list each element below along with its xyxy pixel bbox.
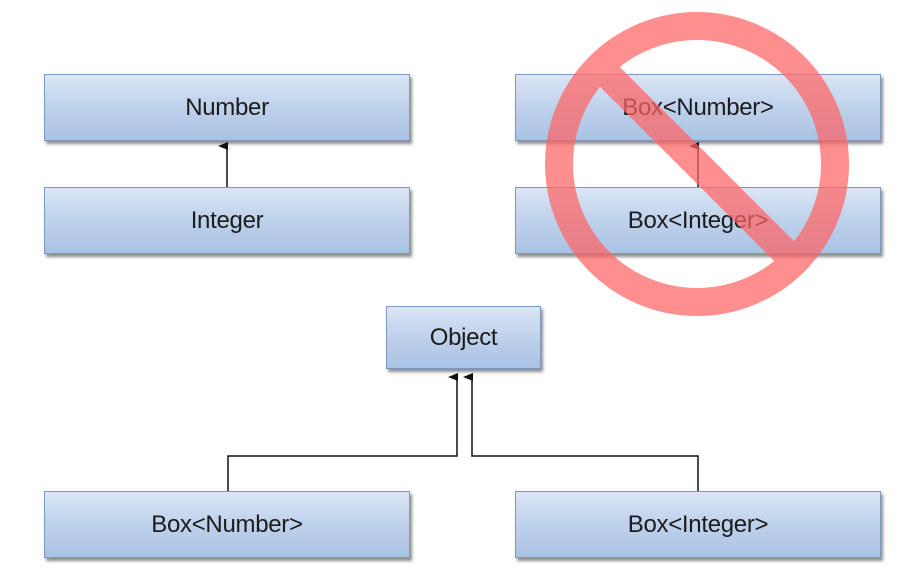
integer-box: Integer bbox=[44, 187, 410, 254]
arrow-box-integer-to-object bbox=[463, 373, 699, 491]
object-box: Object bbox=[386, 306, 541, 369]
box-number-top: Box<Number> bbox=[515, 74, 881, 141]
arrow-box-number-to-object bbox=[227, 373, 458, 491]
box-integer-bottom: Box<Integer> bbox=[515, 491, 881, 558]
number-box: Number bbox=[44, 74, 410, 141]
box-number-bottom: Box<Number> bbox=[44, 491, 410, 558]
box-integer-top: Box<Integer> bbox=[515, 187, 881, 254]
